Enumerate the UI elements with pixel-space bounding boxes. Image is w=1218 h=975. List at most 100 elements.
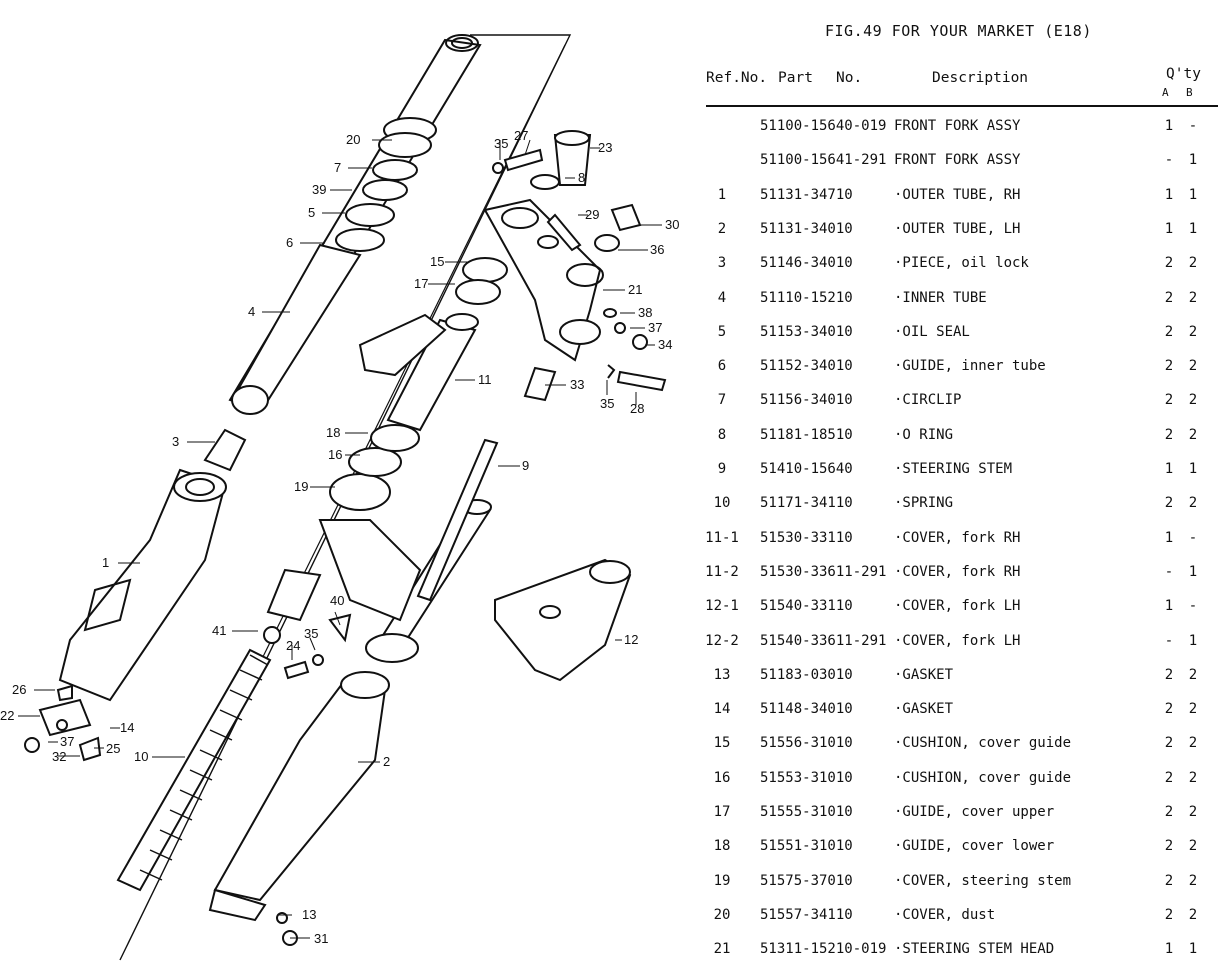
qty-a: 1 [1164,941,1174,958]
qty-b: 1 [1188,461,1198,477]
callout-26: 26 [12,682,26,697]
ref-no: 21 [713,941,731,958]
outer-tube-rh [58,468,227,702]
qty-b: 2 [1188,289,1198,306]
part-no: 51181-18510 [760,426,853,443]
callout-25: 25 [106,741,120,756]
ref-no: 15 [713,735,731,752]
qty-a: 2 [1164,426,1174,443]
qty-a: 2 [1164,906,1174,923]
outer-tube-lh [208,671,390,946]
description: ·GUIDE, cover upper [894,804,1055,820]
fork-cover-lh [494,558,632,682]
callout-16: 16 [328,447,342,462]
qty-a: 2 [1164,392,1174,409]
qty-b: - [1188,598,1198,615]
description: ·COVER, dust [894,906,996,923]
qty-b: 2 [1188,769,1198,786]
description: ·PIECE, oil lock [894,255,1029,272]
ref-no: 12-2 [705,632,739,649]
qty-b: 2 [1188,804,1198,820]
part-no: 51530-33611-291 [760,563,887,580]
part-no: 51530-33110 [760,529,853,546]
qty-b: 1 [1188,632,1198,649]
callout-14: 14 [120,720,134,735]
part-no: 51100-15641-291 [760,152,887,169]
ref-no: 13 [713,666,731,683]
qty-b: 1 [1188,563,1198,580]
qty-a: 2 [1164,666,1174,683]
qty-a: 2 [1164,289,1174,306]
qty-a: 2 [1164,495,1174,512]
part-no: 51171-34110 [760,495,853,512]
callout-36: 36 [650,242,664,257]
callout-35c: 35 [304,626,318,641]
callout-4: 4 [248,304,255,319]
ref-no: 4 [717,289,727,306]
ref-no: 8 [717,426,727,443]
parts-list: FIG.49 FOR YOUR MARKET (E18) Ref.No. Par… [700,0,1218,964]
header-part: Part [778,70,813,86]
qty-a: 1 [1164,598,1174,615]
ref-no: 19 [713,872,731,889]
qty-b: 2 [1188,495,1198,512]
qty-b: 1 [1188,186,1198,203]
steering-stem-head [483,198,604,362]
qty-b: 1 [1188,220,1198,237]
qty-a: - [1164,152,1174,169]
part-no: 51557-34110 [760,906,853,923]
callout-40: 40 [330,593,344,608]
figure-title: FIG.49 FOR YOUR MARKET (E18) [825,22,1092,40]
ref-no: 7 [717,392,727,409]
part-no: 51556-31010 [760,735,853,752]
callout-12: 12 [624,632,638,647]
part-no: 51131-34010 [760,220,853,237]
description: ·GASKET [894,666,954,683]
description: ·SPRING [894,495,954,512]
exploded-parts-diagram: 20 7 39 5 6 4 3 1 26 22 37 32 14 25 10 2… [0,34,679,961]
qty-b: - [1188,529,1198,546]
callout-32: 32 [52,749,66,764]
qty-b: 2 [1188,323,1198,340]
callout-22: 22 [0,708,14,723]
callout-19: 19 [294,479,308,494]
qty-b: 2 [1188,358,1198,375]
callout-13: 13 [302,907,316,922]
ref-no: 20 [713,906,731,923]
qty-a: 2 [1164,255,1174,272]
description: ·GUIDE, inner tube [894,358,1046,375]
qty-b: - [1188,118,1198,134]
qty-b: 1 [1188,152,1198,169]
qty-a: 2 [1164,872,1174,889]
ref-no: 14 [713,701,731,718]
callout-35b: 35 [600,396,614,411]
callout-35: 35 [494,136,508,151]
ref-no: 3 [717,255,727,272]
description: ·GASKET [894,701,954,718]
qty-b: 2 [1188,666,1198,683]
header-description: Description [932,70,1029,86]
part-no: 51575-37010 [760,872,853,889]
qty-b: 2 [1188,838,1198,855]
callout-23: 23 [598,140,612,155]
qty-b: 2 [1188,906,1198,923]
ref-no: 12-1 [705,598,739,615]
qty-a: 2 [1164,701,1174,718]
part-no: 51100-15640-019 [760,118,887,134]
header-divider [706,105,1218,107]
callout-27: 27 [514,128,528,143]
